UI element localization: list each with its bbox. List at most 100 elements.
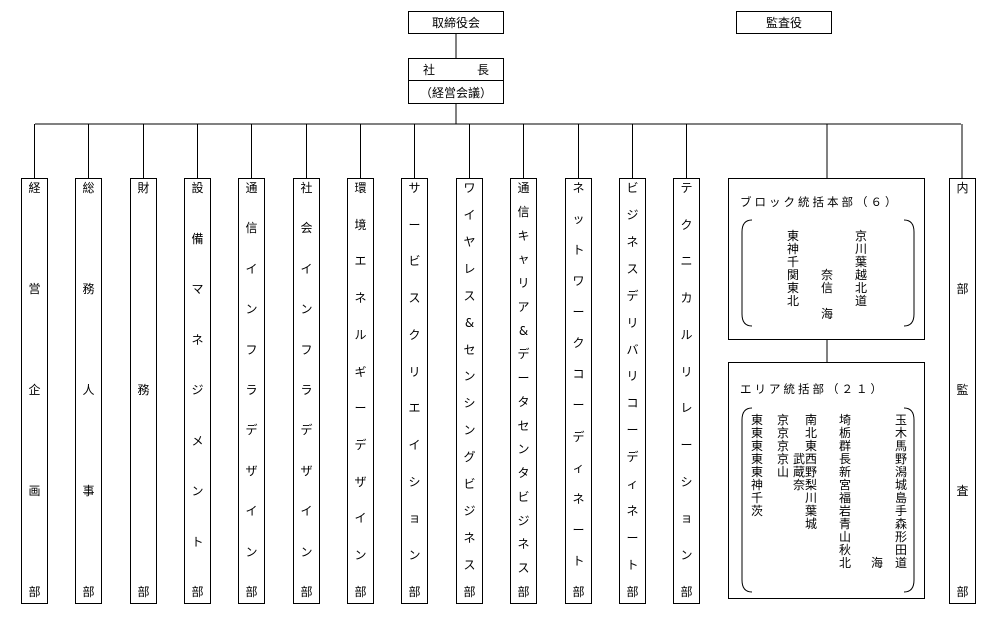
vertical-char: シ <box>408 474 421 489</box>
vertical-char: 社 <box>300 181 313 195</box>
vertical-char: ン <box>408 548 421 563</box>
vertical-char: ネ <box>463 530 476 545</box>
vertical-char: 内 <box>956 181 969 195</box>
vertical-char: ス <box>626 261 639 276</box>
vertical-char: ッ <box>572 212 585 227</box>
vertical-char: ネ <box>572 491 585 506</box>
vertical-char: 事 <box>82 484 95 498</box>
vertical-char: ヤ <box>463 234 476 249</box>
vertical-char: 環 <box>354 181 367 195</box>
vertical-char: 信 <box>245 221 258 236</box>
vertical-char: ト <box>572 243 585 258</box>
vertical-char: 人 <box>82 383 95 397</box>
vertical-char: 部 <box>82 585 95 599</box>
vertical-char: イ <box>245 261 258 276</box>
vertical-char: ラ <box>245 382 258 397</box>
vertical-char: リ <box>626 315 639 330</box>
office-column: 玉木馬野潟城島手森形田道 <box>894 413 907 570</box>
vertical-char: ビ <box>408 254 421 269</box>
vertical-char: ザ <box>300 463 313 478</box>
vertical-char: & <box>464 315 475 330</box>
vertical-char: ー <box>626 423 639 438</box>
vertical-char: ン <box>463 423 476 438</box>
department-box: サービスクリエイション部 <box>401 178 428 604</box>
office-column: 東神千関東北 <box>786 229 799 308</box>
board-of-directors-box: 取締役会 <box>408 11 504 34</box>
department-box: ネットワークコーディネート部 <box>565 178 592 604</box>
vertical-char: タ <box>517 466 530 480</box>
vertical-char: 信 <box>517 204 530 219</box>
vertical-char: ョ <box>408 511 421 526</box>
vertical-char: ー <box>572 398 585 413</box>
vertical-char: 務 <box>82 282 95 296</box>
vertical-char: 部 <box>354 584 367 599</box>
vertical-char: イ <box>408 438 421 453</box>
vertical-char: イ <box>463 207 476 222</box>
vertical-char: ニ <box>680 254 693 269</box>
vertical-char: ワ <box>572 274 585 289</box>
vertical-char: デ <box>626 288 639 303</box>
department-box: 社会インフラデザイン部 <box>293 178 320 604</box>
vertical-char: エ <box>408 401 421 416</box>
vertical-char: ワ <box>463 181 476 195</box>
block-hq-brackets <box>741 219 915 327</box>
vertical-char: ー <box>354 401 367 416</box>
vertical-char: バ <box>626 342 639 357</box>
vertical-char: コ <box>572 367 585 382</box>
vertical-char: フ <box>300 342 313 357</box>
vertical-char: テ <box>680 181 693 195</box>
vertical-char: 企 <box>28 383 41 397</box>
vertical-char: ビ <box>626 181 639 195</box>
vertical-char: 経 <box>28 181 41 195</box>
vertical-char: ー <box>572 305 585 320</box>
vertical-char: 画 <box>28 484 41 498</box>
vertical-char: コ <box>626 396 639 411</box>
president-title-right: 長 <box>476 63 489 77</box>
vertical-char: 部 <box>137 585 150 599</box>
department-box: テクニカルリレーション部 <box>673 178 700 604</box>
office-column: 京川葉越北道 <box>854 229 867 308</box>
vertical-char: 部 <box>28 585 41 599</box>
vertical-char: ク <box>680 217 693 232</box>
vertical-char: ザ <box>354 474 367 489</box>
vertical-char: ン <box>680 548 693 563</box>
president-title: 社 長 <box>409 59 503 81</box>
vertical-char: イ <box>300 504 313 519</box>
vertical-char: ー <box>680 438 693 453</box>
vertical-char: イ <box>300 261 313 276</box>
vertical-char: キ <box>517 228 530 243</box>
vertical-char: 部 <box>191 585 204 599</box>
vertical-char: 部 <box>680 584 693 599</box>
vertical-char: シ <box>463 396 476 411</box>
vertical-char: デ <box>626 450 639 465</box>
vertical-char: リ <box>680 364 693 379</box>
vertical-char: ネ <box>572 181 585 195</box>
vertical-char: 備 <box>191 231 204 246</box>
vertical-char: ビ <box>517 489 530 504</box>
vertical-char: ジ <box>463 504 476 519</box>
vertical-char: ン <box>300 302 313 317</box>
vertical-char: エ <box>354 254 367 269</box>
vertical-char: 設 <box>191 181 204 195</box>
vertical-char: ス <box>408 291 421 306</box>
vertical-char: デ <box>245 423 258 438</box>
vertical-char: 総 <box>82 181 95 195</box>
vertical-char: デ <box>517 347 530 362</box>
vertical-char: ョ <box>680 511 693 526</box>
vertical-char: 務 <box>137 383 150 397</box>
vertical-char: ネ <box>191 332 204 347</box>
department-box: 経営企画部 <box>21 178 48 604</box>
internal-audit-box: 内部監査部 <box>949 178 976 604</box>
vertical-char: ィ <box>572 460 585 475</box>
vertical-char: ザ <box>245 463 258 478</box>
vertical-char: リ <box>408 364 421 379</box>
vertical-char: ャ <box>517 252 530 267</box>
vertical-char: リ <box>517 276 530 290</box>
department-box: 設備マネジメント部 <box>184 178 211 604</box>
vertical-char: 部 <box>463 584 476 599</box>
block-hq-title: ブロック統括本部（６） <box>740 195 900 209</box>
vertical-char: フ <box>245 342 258 357</box>
vertical-char: 境 <box>354 217 367 232</box>
